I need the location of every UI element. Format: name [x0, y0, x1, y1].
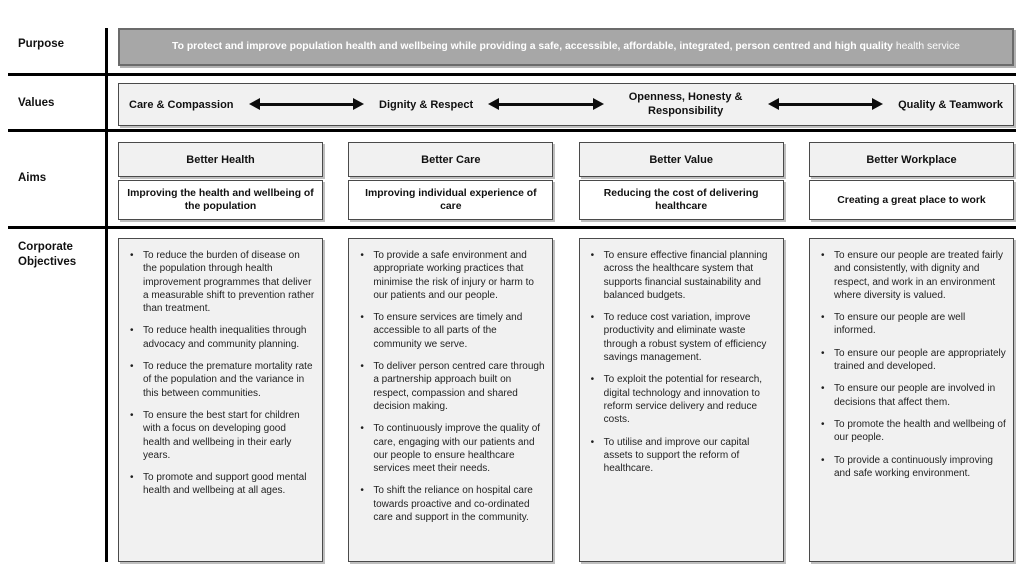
values-bar: Care & Compassion Dignity & Respect Open…: [118, 83, 1014, 126]
aim-title: Better Care: [348, 142, 554, 177]
objective-item: To ensure the best start for children wi…: [128, 409, 315, 462]
objectives-panel-better-workplace: To ensure our people are treated fairly …: [808, 238, 1014, 562]
objective-item: To ensure effective financial planning a…: [589, 249, 776, 302]
aim-description: Improving the health and wellbeing of th…: [118, 180, 323, 220]
aim-title: Better Workplace: [808, 142, 1014, 177]
corporate-objectives-row: To reduce the burden of disease on the p…: [118, 238, 1014, 562]
objective-item: To reduce health inequalities through ad…: [128, 324, 315, 351]
value-quality-and-teamwork: Quality & Teamwork: [898, 98, 1004, 111]
objective-item: To ensure our people are appropriately t…: [819, 347, 1006, 374]
objective-item: To exploit the potential for research, d…: [589, 373, 776, 426]
objective-item: To reduce the premature mortality rate o…: [128, 360, 315, 400]
aim-description: Improving individual experience of care: [348, 180, 554, 220]
objective-item: To utilise and improve our capital asset…: [589, 436, 776, 476]
objective-list: To ensure effective financial planning a…: [589, 249, 776, 475]
objective-item: To promote the health and wellbeing of o…: [819, 418, 1006, 445]
objective-item: To continuously improve the quality of c…: [358, 422, 545, 475]
double-arrow-icon: [767, 98, 884, 111]
aims-row: Better Health Improving the health and w…: [118, 142, 1014, 220]
objectives-panel-better-value: To ensure effective financial planning a…: [578, 238, 784, 562]
objective-item: To ensure services are timely and access…: [358, 311, 545, 351]
aim-card-better-health: Better Health Improving the health and w…: [118, 142, 323, 220]
objective-item: To shift the reliance on hospital care t…: [358, 484, 545, 524]
aim-card-better-workplace: Better Workplace Creating a great place …: [808, 142, 1014, 220]
vertical-divider: [105, 28, 108, 562]
row-label-values: Values: [18, 97, 55, 109]
double-arrow-icon: [248, 98, 364, 111]
row-label-purpose: Purpose: [18, 38, 65, 50]
objective-list: To provide a safe environment and approp…: [358, 249, 545, 524]
purpose-statement: To protect and improve population health…: [172, 41, 960, 53]
purpose-statement-main: To protect and improve population health…: [172, 40, 893, 52]
purpose-banner: To protect and improve population health…: [118, 28, 1014, 66]
aim-card-better-value: Better Value Reducing the cost of delive…: [578, 142, 784, 220]
aim-description: Reducing the cost of delivering healthca…: [578, 180, 784, 220]
value-openness-honesty-responsibility: Openness, Honesty & Responsibility: [628, 90, 743, 117]
objective-item: To provide a safe environment and approp…: [358, 249, 545, 302]
row-label-aims: Aims: [18, 172, 47, 184]
value-care-and-compassion: Care & Compassion: [129, 98, 234, 111]
divider-line-purpose-values: [8, 73, 1016, 76]
objectives-panel-better-health: To reduce the burden of disease on the p…: [118, 238, 323, 562]
value-dignity-and-respect: Dignity & Respect: [379, 98, 474, 111]
objective-item: To reduce cost variation, improve produc…: [589, 311, 776, 364]
objective-item: To deliver person centred care through a…: [358, 360, 545, 413]
objective-item: To promote and support good mental healt…: [128, 471, 315, 498]
objectives-panel-better-care: To provide a safe environment and approp…: [348, 238, 554, 562]
purpose-statement-tail: health service: [895, 40, 960, 52]
objective-item: To reduce the burden of disease on the p…: [128, 249, 315, 315]
objective-item: To provide a continuously improving and …: [819, 454, 1006, 481]
objective-list: To reduce the burden of disease on the p…: [128, 249, 315, 498]
divider-line-values-aims: [8, 129, 1016, 132]
objective-item: To ensure our people are well informed.: [819, 311, 1006, 338]
aim-card-better-care: Better Care Improving individual experie…: [348, 142, 554, 220]
objective-item: To ensure our people are treated fairly …: [819, 249, 1006, 302]
divider-line-aims-objectives: [8, 226, 1016, 229]
aim-title: Better Health: [118, 142, 323, 177]
aim-description: Creating a great place to work: [808, 180, 1014, 220]
aim-title: Better Value: [578, 142, 784, 177]
objective-item: To ensure our people are involved in dec…: [819, 382, 1006, 409]
objective-list: To ensure our people are treated fairly …: [819, 249, 1006, 480]
double-arrow-icon: [488, 98, 604, 111]
row-label-corporate-objectives: Corporate Objectives: [18, 241, 77, 268]
